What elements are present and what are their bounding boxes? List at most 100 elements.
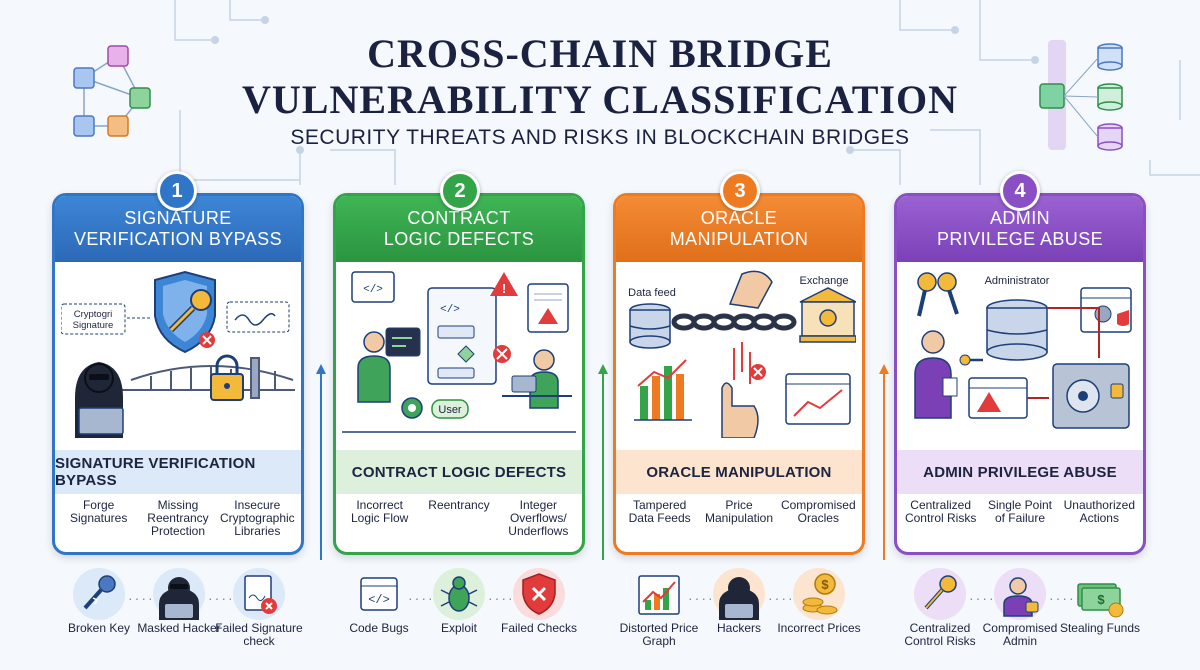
exploit-bug-icon (433, 568, 485, 620)
distorted-graph-icon (638, 575, 680, 615)
card-2-sub-items: Incorrect Logic Flow Reentrancy Integer … (336, 499, 582, 551)
card-4-header-line-2: PRIVILEGE ABUSE (936, 229, 1104, 249)
network-icon (73, 45, 151, 137)
sub-item-price-manipulation: Price Manipulation (704, 498, 773, 525)
database-stack-icon (1039, 40, 1123, 151)
bottom-label-stealing-funds: Stealing Funds (1059, 621, 1141, 635)
bug-icon (493, 345, 511, 363)
bottom-label-hackers: Hackers (716, 621, 761, 635)
stealing-funds-icon: $ (1077, 583, 1124, 618)
illustration-label-cryptogri: Cryptogri (74, 309, 113, 320)
padlock-icon (210, 354, 244, 401)
bank-icon (799, 287, 856, 343)
gear-icon (401, 397, 423, 419)
signature-bypass-illustration: Cryptogri Signature (61, 270, 295, 438)
server-icon (986, 299, 1048, 361)
administrator-icon (914, 330, 958, 419)
card-1-sub-items: Forge Signatures Missing Reentrancy Prot… (55, 499, 301, 551)
divider-dots: ····· (969, 590, 1003, 606)
divider-dots: ····· (1049, 590, 1083, 606)
svg-text:</>: </> (363, 284, 383, 296)
bottom-label-masked-hacker: Masked Hacker (137, 621, 221, 635)
divider-dots: ····· (408, 590, 442, 606)
compromised-admin-icon (994, 568, 1046, 620)
card-oracle-manipulation: ORACLE MANIPULATION Data feed Exchange (613, 193, 865, 555)
bottom-label-centralized-control-risks: Centralized Control Risks (904, 621, 976, 648)
masked-hacker-icon (153, 568, 205, 620)
subtitle: SECURITY THREATS AND RISKS IN BLOCKCHAIN… (290, 126, 910, 149)
sub-item-unauthorized-actions: Unauthorized Actions (1063, 498, 1135, 525)
bar-chart-icon (634, 359, 692, 421)
bottom-label-distorted-price-graph: Distorted Price Graph (619, 621, 699, 648)
price-chart-window-icon (785, 373, 851, 425)
failed-checks-icon (513, 568, 565, 620)
divider-dots: ····· (128, 590, 162, 606)
connector-arrow-3 (879, 364, 889, 560)
svg-text:</>: </> (440, 304, 460, 316)
admin-abuse-illustration: Administrator (914, 272, 1132, 429)
bottom-label-failed-signature: Failed Signature check (215, 621, 303, 648)
card-4-sub-items: Centralized Control Risks Single Point o… (897, 499, 1143, 551)
connector-arrow-1 (316, 364, 326, 560)
code-bugs-icon: </> (360, 577, 398, 611)
illustration-label-administrator: Administrator (985, 275, 1050, 287)
document-warning-icon (527, 283, 569, 333)
svg-text:$: $ (1097, 592, 1105, 607)
sub-item-integer-overflows: Integer Overflows/ Underflows (508, 498, 569, 538)
bottom-label-exploit: Exploit (440, 621, 478, 635)
illustration-label-signature: Signature (73, 320, 114, 331)
card-1-header-line-2: VERIFICATION BYPASS (74, 229, 282, 249)
card-2-number-badge: 2 (440, 171, 480, 211)
hacker-icon (75, 362, 124, 438)
oracle-manipulation-illustration: Data feed Exchange (628, 270, 856, 438)
sub-item-tampered-data-feeds: Tampered Data Feeds (628, 498, 691, 525)
hackers-icon (713, 568, 765, 620)
code-flow-icon: </> (427, 287, 497, 385)
user-at-desk-icon (502, 349, 572, 409)
database-icon (629, 303, 671, 349)
card-signature-verification-bypass: SIGNATURE VERIFICATION BYPASS Cryptogri … (52, 193, 304, 555)
card-1-number-badge: 1 (157, 171, 197, 211)
card-1-band: SIGNATURE VERIFICATION BYPASS (55, 450, 301, 494)
card-3-number-badge: 3 (720, 171, 760, 211)
card-3-sub-items: Tampered Data Feeds Price Manipulation C… (616, 499, 862, 551)
title-line-2: VULNERABILITY CLASSIFICATION (242, 77, 958, 122)
card-contract-logic-defects: CONTRACT LOGIC DEFECTS </> </> ! (333, 193, 585, 555)
card-2-band: CONTRACT LOGIC DEFECTS (336, 450, 582, 494)
sub-item-missing-reentrancy-protection: Missing Reentrancy Protection (147, 498, 209, 538)
chain-icon (671, 313, 797, 331)
error-icon (750, 364, 766, 380)
contract-logic-illustration: </> </> ! (342, 271, 576, 433)
bottom-label-incorrect-prices: Incorrect Prices (777, 621, 861, 635)
card-2-header-line-2: LOGIC DEFECTS (383, 229, 535, 249)
alert-window-icon (968, 377, 1028, 419)
divider-dots: ····· (488, 590, 522, 606)
developer-icon (357, 327, 421, 403)
incorrect-prices-icon: $ (793, 568, 845, 620)
candlestick-icon (733, 342, 751, 384)
pointing-hand-icon (721, 382, 759, 438)
card-2-header-line-1: CONTRACT (407, 208, 511, 228)
sub-item-incorrect-logic-flow: Incorrect Logic Flow (350, 498, 409, 525)
sub-item-compromised-oracles: Compromised Oracles (780, 498, 856, 525)
sub-item-single-point-of-failure: Single Point of Failure (987, 498, 1052, 525)
svg-text:$: $ (821, 577, 829, 592)
bottom-label-code-bugs: Code Bugs (349, 621, 409, 635)
key-icon (168, 289, 212, 333)
warning-icon: ! (490, 272, 518, 296)
settings-window-icon (1080, 287, 1132, 333)
illustration-label-user: User (438, 404, 462, 416)
bridge-icon (121, 357, 295, 399)
failed-signature-icon (233, 568, 285, 620)
sub-item-forge-signatures: Forge Signatures (69, 498, 128, 525)
broken-key-icon (73, 568, 125, 620)
illustration-label-data-feed: Data feed (628, 287, 676, 299)
divider-dots: ····· (688, 590, 722, 606)
small-key-icon (959, 354, 983, 366)
code-window-icon: </> (351, 271, 395, 303)
divider-dots: ····· (208, 590, 242, 606)
card-3-header-line-1: ORACLE (700, 208, 778, 228)
sub-item-centralized-control-risks: Centralized Control Risks (904, 498, 977, 525)
card-admin-privilege-abuse: ADMIN PRIVILEGE ABUSE Administrator (894, 193, 1146, 555)
